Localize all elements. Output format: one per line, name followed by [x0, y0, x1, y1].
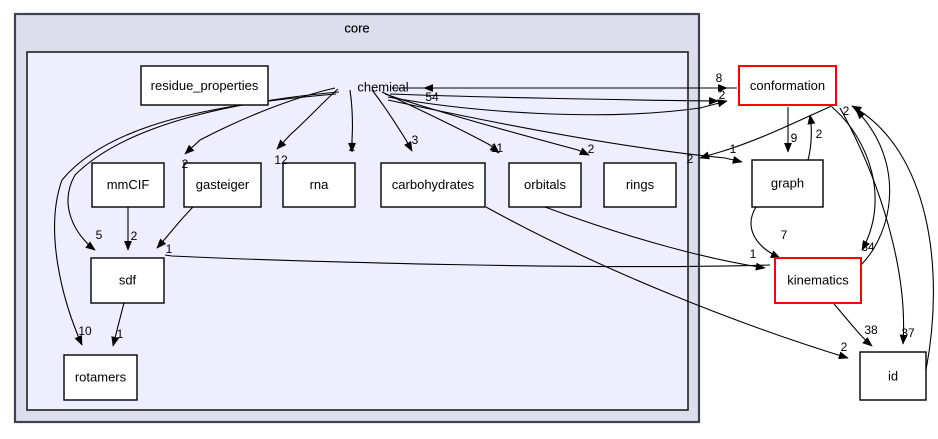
edge-kinematics-sdf-curve	[164, 254, 771, 268]
edge-chemical-conformation-curve	[387, 96, 728, 116]
edge-graph-kinematics	[750, 206, 781, 259]
edge-chemical-conformation-2	[389, 93, 719, 105]
edge-label-sdf-1: 1	[166, 242, 173, 256]
node-sdf-rect[interactable]	[90, 257, 165, 304]
edge-chemical-rings	[384, 93, 590, 156]
edge-conformation-kinematics	[831, 106, 876, 251]
node-rotamers[interactable]: rotamers	[63, 354, 138, 401]
edge-carbohydrates-id	[485, 206, 849, 360]
edge-conformation-id	[839, 107, 908, 345]
node-kinematics-label: kinematics	[787, 272, 849, 287]
node-conformation-label: conformation	[750, 78, 825, 93]
node-conformation[interactable]: conformation	[738, 65, 837, 106]
node-rotamers-label: rotamers	[75, 369, 127, 384]
edge-label-rotamers-1: 1	[117, 327, 124, 341]
node-orbitals-label: orbitals	[524, 177, 566, 192]
edge-label-id-38: 38	[864, 323, 878, 337]
edge-label-54: 54	[425, 90, 439, 104]
node-id[interactable]: id	[859, 351, 927, 401]
edge-label-graph-9: 9	[791, 131, 798, 145]
node-mmcif-label: mmCIF	[107, 177, 150, 192]
node-graph-label: graph	[771, 175, 804, 190]
node-kinematics-rect[interactable]	[774, 257, 862, 304]
node-sdf[interactable]: sdf	[90, 257, 165, 304]
node-mmcif[interactable]: mmCIF	[91, 162, 165, 208]
node-chemical[interactable]: chemical	[357, 79, 408, 94]
edge-label-conformation-8: 8	[716, 71, 723, 85]
node-residue-properties[interactable]: residue_properties	[140, 65, 269, 106]
cluster-core-title-top: core	[344, 20, 369, 35]
edge-label-rings-2: 2	[588, 142, 595, 156]
node-gasteiger-rect[interactable]	[183, 162, 262, 208]
node-rings[interactable]: rings	[603, 162, 677, 208]
edge-label-carbohydrates-3: 3	[412, 133, 419, 147]
edge-label-sdf-2: 2	[131, 229, 138, 243]
edge-label-id-37: 37	[901, 326, 915, 340]
node-rna-rect[interactable]	[282, 162, 356, 208]
edge-label-sdf-5: 5	[96, 228, 103, 242]
node-graph-rect[interactable]	[751, 159, 824, 208]
node-chemical-label: chemical	[357, 79, 408, 94]
edge-sdf-rotamers	[111, 302, 125, 347]
edge-chemical-graph	[387, 99, 743, 164]
edge-chemical-sdf-5	[67, 91, 340, 251]
node-kinematics[interactable]: kinematics	[774, 257, 862, 304]
node-carbohydrates[interactable]: carbohydrates	[380, 162, 486, 208]
cluster-chemical-rect	[26, 51, 689, 411]
node-mmcif-rect[interactable]	[91, 162, 165, 208]
edge-label-mmcif-2: 2	[182, 157, 189, 171]
edge-label-graph-1: 1	[730, 142, 737, 156]
node-carbohydrates-label: carbohydrates	[392, 177, 475, 192]
node-orbitals[interactable]: orbitals	[508, 162, 582, 208]
node-id-rect[interactable]	[859, 351, 927, 401]
edge-label-rna-2: 2	[349, 140, 356, 154]
node-residue-properties-label: residue_properties	[151, 78, 259, 93]
node-gasteiger-label: gasteiger	[196, 177, 250, 192]
node-rotamers-rect[interactable]	[63, 354, 138, 401]
edge-label-id-2: 2	[841, 340, 848, 354]
edge-chemical-carbohydrates	[371, 89, 413, 152]
edge-labels-layer: 54 2 12 2 3 11 2 8 2 1 1 9 2 2 2 7 34 38…	[78, 71, 915, 354]
node-rings-rect[interactable]	[603, 162, 677, 208]
edge-kinematics-conformation	[855, 109, 891, 266]
node-gasteiger[interactable]: gasteiger	[183, 162, 262, 208]
node-residue-properties-rect[interactable]	[140, 65, 269, 106]
node-graph[interactable]: graph	[751, 159, 824, 208]
edge-label-kinematics-34: 34	[861, 240, 875, 254]
edge-label-graph-conf-2: 2	[816, 127, 823, 141]
node-carbohydrates-rect[interactable]	[380, 162, 486, 208]
edge-orbitals-kinematics	[544, 206, 766, 271]
edge-label-gasteiger-12: 12	[274, 153, 288, 167]
node-orbitals-rect[interactable]	[508, 162, 582, 208]
node-id-label: id	[888, 368, 898, 383]
node-sdf-label: sdf	[119, 272, 137, 287]
edge-kinematics-id	[833, 303, 873, 347]
edge-label-kinematics-7: 7	[781, 228, 788, 242]
edge-label-conformation-2: 2	[719, 88, 726, 102]
cluster-core-title: core	[344, 20, 369, 35]
node-rna[interactable]: rna	[282, 162, 356, 208]
edge-label-kinematics-1: 1	[750, 247, 757, 261]
edge-id-conformation	[851, 105, 934, 371]
edge-label-kin-conf-2: 2	[843, 104, 850, 118]
node-conformation-rect[interactable]	[738, 65, 837, 106]
edge-chemical-mmcif	[184, 87, 336, 155]
edge-chemical-rna	[348, 89, 356, 153]
edges-layer	[54, 84, 934, 371]
node-rings-label: rings	[626, 177, 655, 192]
node-rna-label: rna	[310, 177, 330, 192]
edge-label-orbitals-11: 11	[491, 141, 504, 155]
edge-gasteiger-sdf	[156, 206, 194, 249]
edge-label-inner-2: 2	[687, 152, 694, 166]
edge-graph-conformation	[807, 114, 816, 161]
nodes-layer: residue_properties chemical mmCIF gastei…	[63, 65, 927, 401]
edge-label-rotamers-10: 10	[78, 324, 92, 338]
cluster-core: core	[13, 12, 701, 424]
edge-conformation-inner-2	[699, 103, 837, 160]
